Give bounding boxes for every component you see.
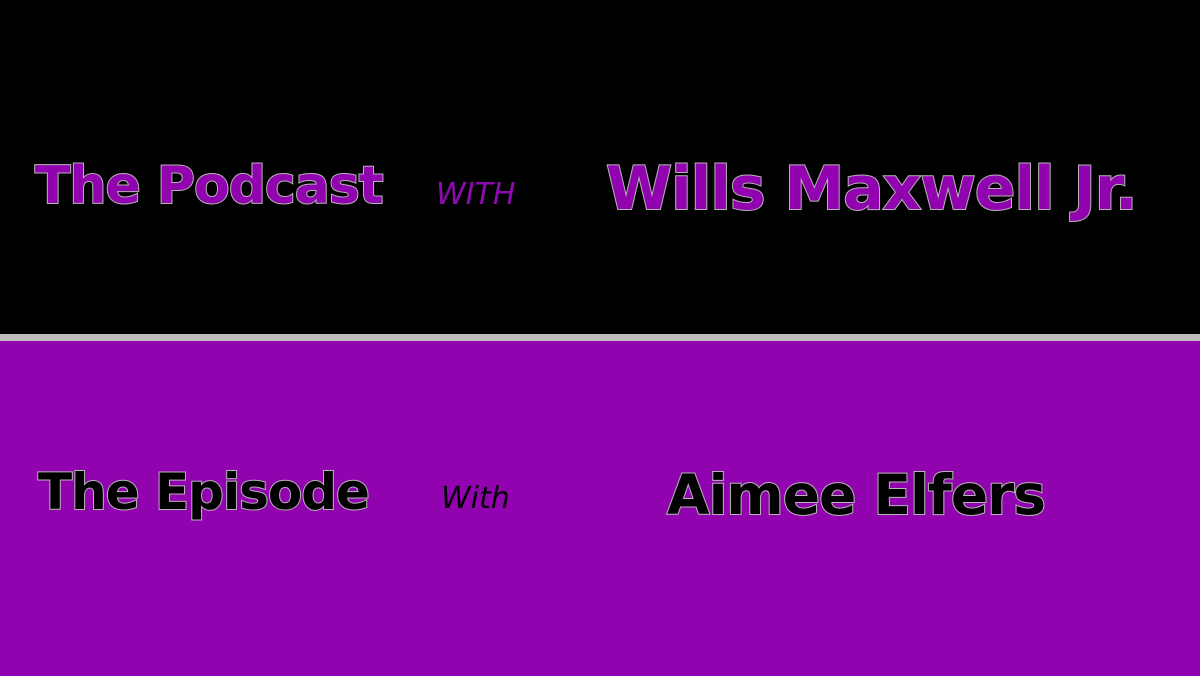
with-connector-bottom: With	[441, 481, 510, 516]
top-banner: The Podcast WITH Wills Maxwell Jr.	[0, 0, 1200, 334]
host-name: Wills Maxwell Jr.	[605, 154, 1139, 224]
bottom-banner: The Episode With Aimee Elfers	[0, 341, 1200, 676]
podcast-title: The Podcast	[34, 156, 385, 216]
with-connector-top: WITH	[436, 177, 516, 212]
divider-bar	[0, 334, 1200, 341]
guest-name: Aimee Elfers	[666, 463, 1047, 527]
episode-title: The Episode	[37, 463, 371, 521]
